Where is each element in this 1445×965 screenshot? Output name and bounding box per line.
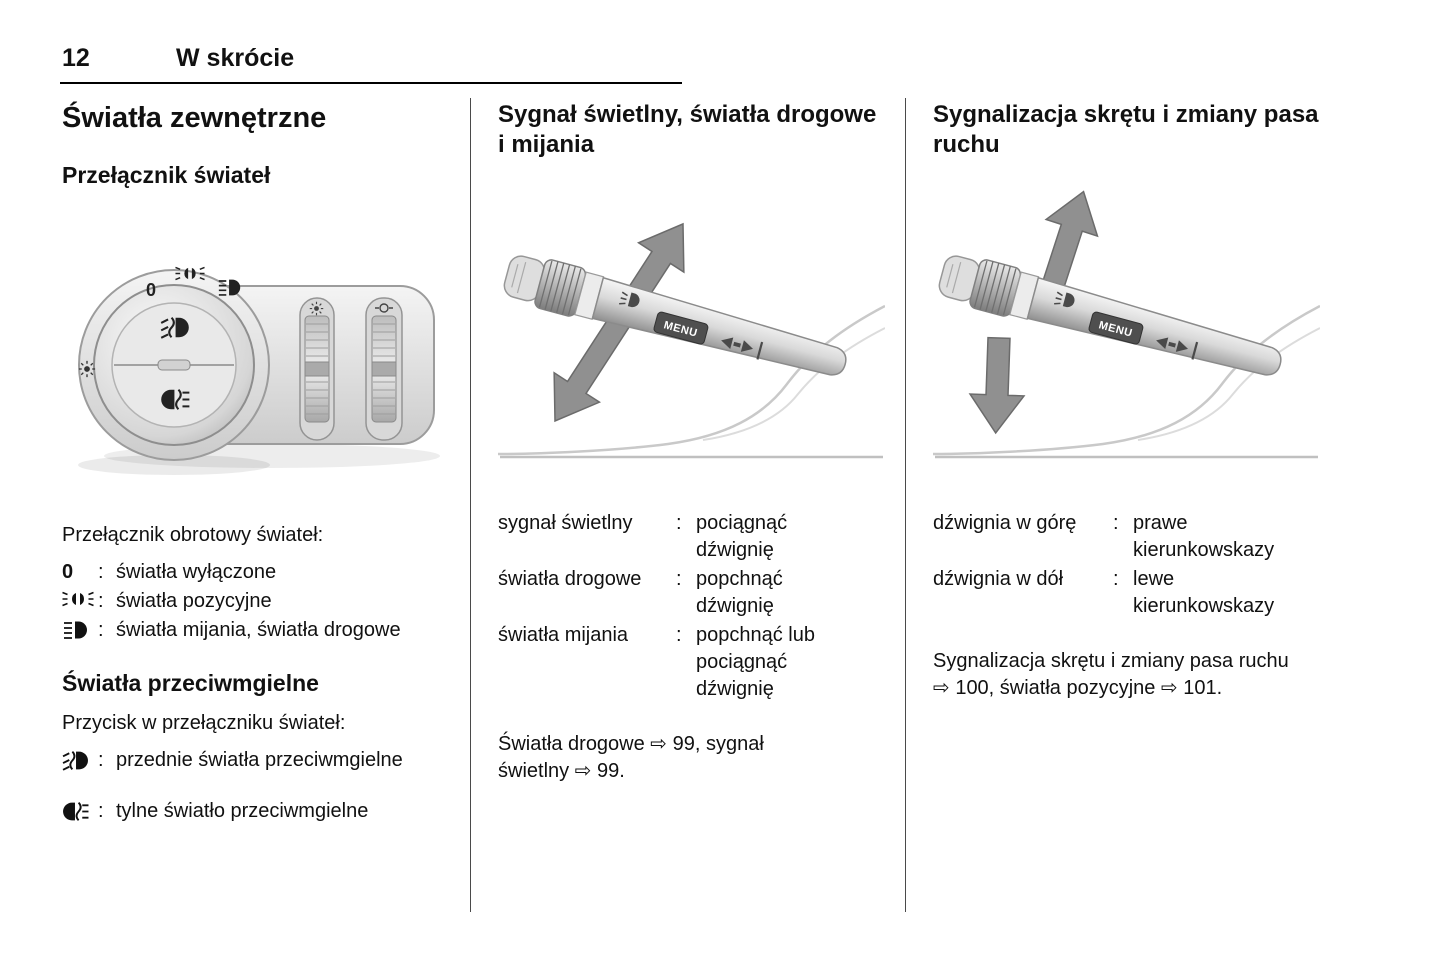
definition-term: dźwignia w dół <box>933 568 1064 590</box>
light-switch-subheading: Przełącznik świateł <box>62 162 271 188</box>
light-switch-illustration: 0 <box>78 266 440 475</box>
turn-signals-heading: Sygnalizacja skrętu i zmiany pasa ruchu <box>933 100 1389 186</box>
fog-lights-list-2: : tylne światło przeciwmgielne <box>62 798 460 825</box>
dashboard-contour <box>933 304 1320 459</box>
dashboard-contour <box>498 304 885 459</box>
knob-shadow <box>78 455 270 475</box>
instrument-light-thumbwheel <box>299 297 335 441</box>
lights-off-symbol: 0 <box>62 561 74 583</box>
position-lights-icon <box>62 591 94 607</box>
menu-button <box>1088 311 1144 345</box>
flash-to-pass-icon <box>619 291 640 308</box>
definition-term: sygnał świetlny <box>498 512 633 534</box>
turn-arrows-icon <box>1156 337 1199 360</box>
separator: : <box>1113 512 1119 534</box>
definition-text: prawe kierunkowskazy <box>1133 512 1275 561</box>
list-item-label: światła wyłączone <box>116 561 277 583</box>
definition-term: światła mijania <box>498 624 629 646</box>
exterior-lights-section: Światła zewnętrzne Przełącznik świateł <box>62 100 460 825</box>
section-title: W skrócie <box>176 44 295 72</box>
list-item-label: tylne światło przeciwmgielne <box>116 800 369 822</box>
turn-signal-lever-illustration: MENU <box>933 190 1320 459</box>
separator: : <box>98 590 104 612</box>
headlight-flash-section: Sygnał świetlny, światła drogowe i mijan… <box>498 100 890 785</box>
low-beam-icon <box>62 620 90 640</box>
leveling-icon <box>375 303 393 313</box>
rotary-positions-list: 0 : światła wyłączone : światła pozycyjn… <box>62 559 460 644</box>
menu-button <box>653 311 709 345</box>
headlight-flash-heading: Sygnał świetlny, światła drogowe i mijan… <box>498 100 890 186</box>
position-lights-symbol <box>62 588 98 607</box>
column-divider-1 <box>470 98 471 912</box>
separator: : <box>676 568 682 590</box>
page-number: 12 <box>62 44 90 72</box>
definition-text: lewe kierunkowskazy <box>1133 568 1275 617</box>
list-item-label: światła mijania, światła drogowe <box>116 619 401 641</box>
rear-fog-icon <box>62 801 89 822</box>
definition-text: popchnąć dźwignię <box>696 568 783 617</box>
front-fog-icon <box>62 750 89 771</box>
lights-off-marking: 0 <box>146 280 156 300</box>
definition-term: dźwignia w górę <box>933 512 1077 534</box>
rotary-switch-intro: Przełącznik obrotowy świateł: <box>62 524 324 546</box>
flash-definitions: sygnał świetlny : pociągnąć dźwignię świ… <box>498 510 890 703</box>
daylight-icon <box>78 360 96 378</box>
turn-signal-lever: MENU <box>503 255 847 376</box>
separator: : <box>676 512 682 534</box>
page-reference: Sygnalizacja skrętu i zmiany pasa ruchu … <box>933 650 1289 699</box>
front-fog-symbol <box>62 747 98 771</box>
instrument-illumination-icon <box>309 301 324 316</box>
separator: : <box>676 624 682 646</box>
separator: : <box>98 561 104 583</box>
turn-signal-lever: MENU <box>938 255 1282 376</box>
heading-line: i mijania <box>498 131 595 158</box>
knob-bezel-markings: 0 <box>78 266 242 378</box>
separator: : <box>98 800 104 822</box>
heading-line: Sygnalizacja skrętu i zmiany pasa <box>933 101 1319 128</box>
turn-signal-definitions: dźwignia w górę : prawe kierunkowskazy d… <box>933 510 1389 620</box>
low-beam-symbol <box>62 617 98 640</box>
flash-lever-illustration: MENU <box>498 222 885 459</box>
list-item-label: przednie światła przeciwmgielne <box>116 749 403 771</box>
turn-signals-section: Sygnalizacja skrętu i zmiany pasa ruchu <box>933 100 1389 702</box>
separator: : <box>98 619 104 641</box>
definition-text: pociągnąć dźwignię <box>696 512 788 561</box>
fog-lights-subheading: Światła przeciwmgielne <box>62 670 319 696</box>
exterior-lights-heading: Światła zewnętrzne <box>62 102 327 134</box>
heading-line: ruchu <box>933 131 1000 158</box>
page-reference: Światła drogowe ⇨ 99, sygnał świetlny ⇨ … <box>498 733 764 782</box>
turn-arrows-icon <box>721 337 764 360</box>
headlight-leveling-thumbwheel <box>365 297 403 441</box>
separator: : <box>1113 568 1119 590</box>
rear-fog-symbol <box>62 798 98 822</box>
separator: : <box>98 749 104 771</box>
fog-lights-list: : przednie światła przeciwmgielne <box>62 747 460 774</box>
lever-down-arrow <box>968 336 1026 435</box>
header-rule <box>60 82 682 84</box>
definition-text: popchnąć lub pociągnąć dźwignię <box>696 624 815 700</box>
list-item-label: światła pozycyjne <box>116 590 272 612</box>
rotary-knob <box>78 269 270 461</box>
fog-button-intro: Przycisk w przełączniku świateł: <box>62 712 346 734</box>
flash-to-pass-icon <box>1054 291 1075 308</box>
definition-term: światła drogowe <box>498 568 642 590</box>
column-divider-2 <box>905 98 906 912</box>
heading-line: Sygnał świetlny, światła drogowe <box>498 101 877 128</box>
